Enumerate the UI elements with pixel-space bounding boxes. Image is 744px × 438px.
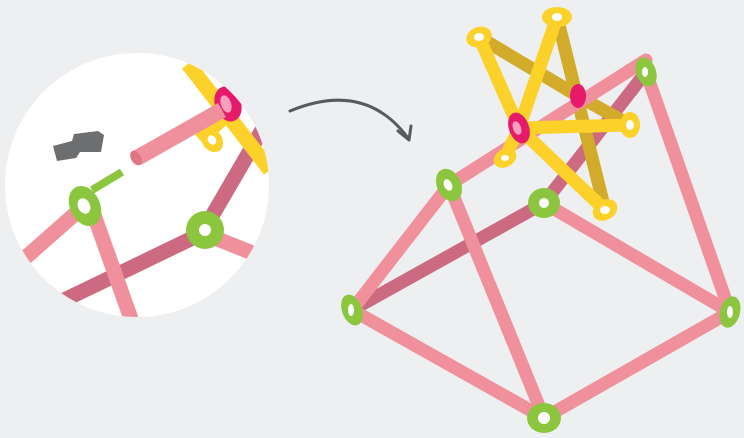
rod-back-left (345, 196, 551, 317)
rod-front-left (345, 178, 456, 317)
zoom-rod-down (86, 212, 143, 317)
zoom-rod-inserted (133, 103, 226, 165)
zoom-detail (5, 53, 269, 317)
zoom-green-tab (89, 168, 125, 194)
assembled-structure (341, 7, 741, 433)
rod-right-vertical (639, 65, 737, 319)
curved-arrow-icon (288, 98, 413, 142)
rod-back-vertical (537, 65, 653, 210)
rod-bottom-right (537, 305, 737, 425)
rod-bottom-left (345, 303, 551, 425)
magenta-hub-back (570, 84, 586, 108)
rod-back-right (537, 196, 737, 319)
hand-pointer-icon (53, 131, 104, 161)
rod-front-diag (442, 178, 551, 425)
zoom-rod-dark (56, 225, 209, 309)
